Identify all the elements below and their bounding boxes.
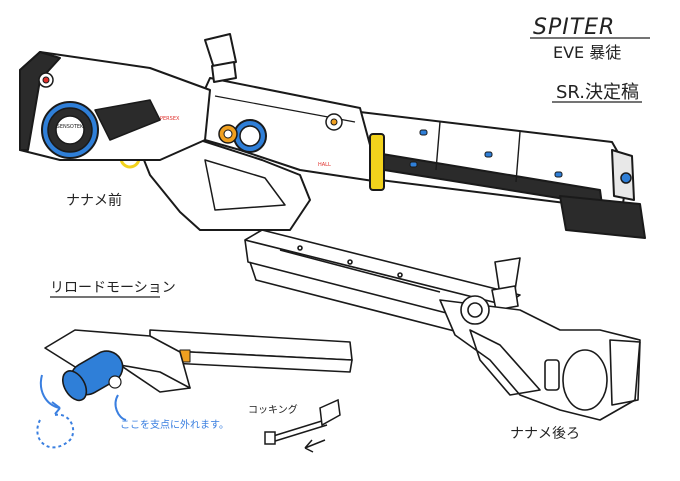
blue-stud [554, 171, 563, 178]
muzzle-block [559, 195, 646, 239]
rear-sight [204, 33, 237, 69]
blue-stud [484, 151, 493, 158]
detach-note: ここを支点に外れます。 [120, 419, 229, 431]
blue-stud [409, 161, 418, 168]
stock-panel [94, 99, 161, 141]
rifle-front-view: SENSOTEK PERSEX HALL [19, 33, 646, 239]
front-view-label: ナナメ前 [66, 192, 122, 209]
blue-stud [419, 129, 428, 136]
rifle-reload-view [44, 329, 353, 402]
subtitle: EVE 暴徒 [553, 43, 621, 62]
reload-motion-label: リロードモーション [50, 280, 176, 296]
red-decal: PERSEX [160, 116, 180, 122]
rear-view-label: ナナメ後ろ [510, 426, 580, 442]
red-decal: HALL [318, 162, 331, 168]
version-label: SR.決定稿 [556, 82, 639, 103]
stock-badge: SENSOTEK [57, 124, 84, 130]
muzzle-light [620, 172, 632, 184]
logo-text: SPITER [533, 15, 615, 40]
rifle-rear-view [244, 229, 641, 421]
cocking-label: コッキング [248, 403, 298, 416]
cocking-detail [264, 398, 341, 453]
yellow-tube [369, 133, 385, 191]
header: SPITER EVE 暴徒 SR.決定稿 [530, 15, 650, 103]
reload-motion-arrows [36, 374, 127, 449]
